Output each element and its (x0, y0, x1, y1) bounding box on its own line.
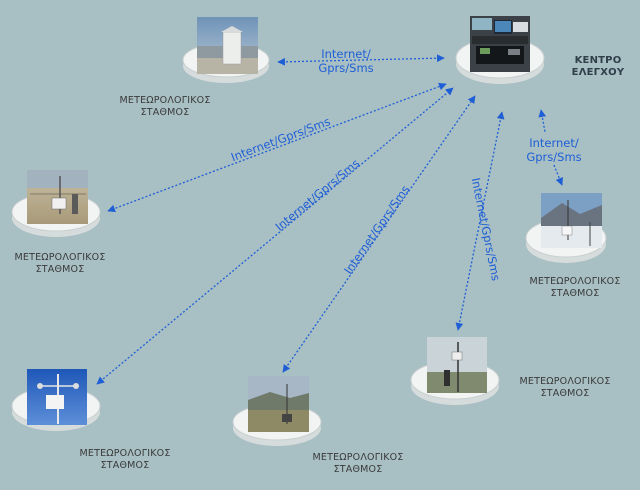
station-label-3-line1: ΜΕΤΕΩΡΟΛΟΓΙΚΟΣ (79, 448, 171, 459)
link-label-diag-1: Internet/Gprs/Sms (229, 114, 332, 164)
link-label-diag-3: Internet/Gprs/Sms (341, 183, 412, 277)
station-label-4: ΜΕΤΕΩΡΟΛΟΓΙΚΟΣ ΣΤΑΘΜΟΣ (510, 276, 640, 300)
link-label-right-2: Gprs/Sms (526, 150, 581, 164)
link-label-top-2: Gprs/Sms (318, 61, 373, 75)
link-label-diag-2: Internet/Gprs/Sms (273, 156, 363, 234)
station-label-4-line1: ΜΕΤΕΩΡΟΛΟΓΙΚΟΣ (529, 276, 621, 287)
station-label-6-line2: ΣΤΑΘΜΟΣ (333, 464, 383, 475)
link-station-4-upper (538, 109, 547, 133)
station-label-5-line1: ΜΕΤΕΩΡΟΛΟΓΙΚΟΣ (519, 376, 611, 387)
link-label-diag-4: Internet/Gprs/Sms (469, 176, 503, 282)
station-label-2-line2: ΣΤΑΘΜΟΣ (35, 264, 85, 275)
control-center-title-2: ΕΛΕΓΧΟΥ (571, 67, 625, 78)
station-node-2 (11, 170, 101, 237)
station-label-1: ΜΕΤΕΩΡΟΛΟΓΙΚΟΣ ΣΤΑΘΜΟΣ (100, 95, 230, 119)
station-label-6-line1: ΜΕΤΕΩΡΟΛΟΓΙΚΟΣ (312, 452, 404, 463)
station-node-4 (525, 193, 607, 263)
control-center-title-1: ΚΕΝΤΡΟ (574, 55, 622, 66)
link-station-7 (282, 95, 476, 373)
connection-links (96, 54, 564, 385)
station-label-6: ΜΕΤΕΩΡΟΛΟΓΙΚΟΣ ΣΤΑΘΜΟΣ (293, 452, 423, 476)
station-label-4-line2: ΣΤΑΘΜΟΣ (550, 288, 600, 299)
station-label-2-line1: ΜΕΤΕΩΡΟΛΟΓΙΚΟΣ (14, 252, 106, 263)
station-node-3 (11, 369, 101, 431)
station-node-5 (410, 337, 500, 405)
control-center-node (455, 16, 545, 84)
station-label-5: ΜΕΤΕΩΡΟΛΟΓΙΚΟΣ ΣΤΑΘΜΟΣ (500, 376, 630, 400)
station-label-1-line1: ΜΕΤΕΩΡΟΛΟΓΙΚΟΣ (119, 95, 211, 106)
link-station-4-lower (553, 164, 564, 186)
station-label-5-line2: ΣΤΑΘΜΟΣ (540, 388, 590, 399)
link-label-top-1: Internet/ (321, 47, 371, 61)
station-label-1-line2: ΣΤΑΘΜΟΣ (140, 107, 190, 118)
station-label-3: ΜΕΤΕΩΡΟΛΟΓΙΚΟΣ ΣΤΑΘΜΟΣ (60, 448, 190, 472)
station-node-6 (232, 376, 322, 446)
link-label-right-1: Internet/ (529, 136, 579, 150)
station-label-3-line2: ΣΤΑΘΜΟΣ (100, 460, 150, 471)
link-station-5 (455, 111, 505, 331)
station-label-2: ΜΕΤΕΩΡΟΛΟΓΙΚΟΣ ΣΤΑΘΜΟΣ (0, 252, 120, 276)
link-station-6 (96, 87, 454, 385)
control-center-label: ΚΕΝΤΡΟ ΕΛΕΓΧΟΥ (556, 55, 640, 79)
station-node-1 (182, 17, 270, 83)
